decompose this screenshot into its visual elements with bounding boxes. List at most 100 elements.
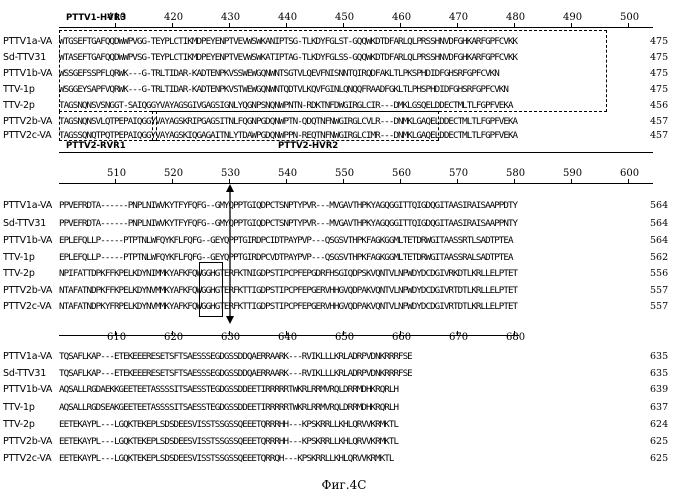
sequence-end-position: 556 [650, 268, 668, 280]
ruler-number: 570 [449, 169, 468, 179]
ruler-number: 600 [620, 169, 639, 179]
sequence-end-position: 635 [650, 351, 668, 363]
sequence-end-position: 457 [650, 130, 668, 142]
ruler-number: 560 [392, 169, 411, 179]
ruler-number: 540 [278, 169, 297, 179]
sequence-name: PTTV2c-VA [3, 130, 51, 142]
ruler-number: 610 [107, 333, 126, 343]
sequence-name: PTTV1a-VA [3, 200, 52, 212]
sequence-name: PTTV1a-VA [3, 36, 52, 48]
sequence-end-position: 564 [650, 218, 668, 230]
ruler-number: 420 [164, 13, 183, 23]
sequence-end-position: 564 [650, 200, 668, 212]
sequence-end-position: 456 [650, 100, 668, 112]
ruler-number: 640 [278, 333, 297, 343]
ruler-tick [457, 23, 458, 27]
sequence-name: TTV-2p [3, 100, 35, 112]
ruler-number: 480 [506, 13, 525, 23]
sequence-end-position: 625 [650, 453, 668, 465]
ruler-tick [628, 23, 629, 27]
ruler-tick [400, 23, 401, 27]
ruler-tick [115, 179, 116, 183]
sequence-residues: WTGSEFTGAFQQDWWPVGG-TEYPLCTIKMDPEYENPTVE… [59, 36, 517, 48]
sequence-name: PTTV2b-VA [3, 116, 52, 128]
sequence-residues: AQSALLRGDAEKKGEETEETASSSSITSAESSTEGDGSSD… [59, 384, 398, 396]
sequence-residues: TAGSNQNSVLQTPEPAIQGGYVAYAGSKRIPGAGSITNLF… [59, 116, 517, 128]
sequence-name: PTTV2c-VA [3, 453, 51, 465]
sequence-residues: TQSAFLKAP---ETEKEEERESETSFTSAESSSEGDGSSD… [59, 351, 412, 363]
sequence-end-position: 475 [650, 68, 668, 80]
sequence-residues: NTAFATNDPKFFKPELKDYNVMMKYAFKFQWGGHGTERFK… [59, 285, 517, 297]
sequence-end-position: 637 [650, 402, 668, 414]
ruler-tick [172, 179, 173, 183]
sequence-name: TTV-2p [3, 419, 35, 431]
sequence-end-position: 625 [650, 436, 668, 448]
sequence-residues: AQSALLRGDSEAKGEETEETASSSSITSAESSTEGDGSSD… [59, 402, 398, 414]
position-ruler [59, 183, 653, 184]
sequence-residues: TAGSNQNSVSNGGT-SAIQGGYVAYAGSGIVGAGSIGNLY… [59, 100, 513, 112]
sequence-residues: WTASEFTGAFQQDWWPVSG-TEYPLCTIKMDPEYENPTVE… [59, 52, 517, 64]
ruler-tick [172, 23, 173, 27]
sequence-name: PTTV2c-VA [3, 301, 51, 313]
sequence-name: PTTV1a-VA [3, 351, 52, 363]
ruler-number: 500 [620, 13, 639, 23]
sequence-name: Sd-TTV31 [3, 52, 46, 64]
sequence-end-position: 564 [650, 235, 668, 247]
ruler-number: 430 [221, 13, 240, 23]
sequence-residues: NPIFATTDPKFFKPELKDYNIMMKYAFKFQWGGHGTERFK… [59, 268, 517, 280]
sequence-residues: EETEKAYPL---LGQKTEKEPLSDSDEESVISSTSSGSSQ… [59, 453, 393, 465]
sequence-residues: PPVEFRDTA------PNPLNIWVKYTFYFQFG--GMYQPP… [59, 218, 517, 230]
sequence-end-position: 475 [650, 36, 668, 48]
sequence-name: TTV-1p [3, 402, 35, 414]
sequence-name: Sd-TTV31 [3, 218, 46, 230]
ruler-tick [229, 23, 230, 27]
sequence-end-position: 635 [650, 368, 668, 380]
ruler-tick [514, 23, 515, 27]
ruler-number: 460 [392, 13, 411, 23]
ruler-number: 580 [506, 169, 525, 179]
ruler-tick [571, 179, 572, 183]
ruler-number: 450 [335, 13, 354, 23]
sequence-residues: EETEKAYPL---LGQKTEKEPLSDSDEESVISSTSSGSSQ… [59, 419, 398, 431]
sequence-name: PTTV1b-VA [3, 68, 52, 80]
block-divider [59, 152, 653, 153]
sequence-end-position: 624 [650, 419, 668, 431]
sequence-name: PTTV1b-VA [3, 235, 52, 247]
ruler-number: 530 [221, 169, 240, 179]
sequence-name: PTTV2b-VA [3, 285, 52, 297]
sequence-end-position: 557 [650, 285, 668, 297]
sequence-residues: EETEKAYPL---LGQKTEKEPLSDSDEESVISSTSSGSSQ… [59, 436, 398, 448]
region-label-ttv2-hvr2: PTTV2-HVR2 [278, 142, 338, 151]
ruler-number: 670 [449, 333, 468, 343]
sequence-residues: PPVEFRDTA------PNPLNIWVKYTFYFQFG--GMYQPP… [59, 200, 517, 212]
ruler-number: 510 [107, 169, 126, 179]
sequence-name: TTV-2p [3, 268, 35, 280]
ruler-tick [229, 179, 230, 183]
ruler-number: 440 [278, 13, 297, 23]
ruler-number: 520 [164, 169, 183, 179]
ruler-number: 680 [506, 333, 525, 343]
ruler-tick [115, 23, 116, 27]
sequence-end-position: 457 [650, 116, 668, 128]
sequence-name: PTTV1b-VA [3, 384, 52, 396]
sequence-residues: EPLEFQLLP-----PTPTNLWFQYKFLFQFG--GEYQPPT… [59, 252, 513, 264]
ruler-number: 650 [335, 333, 354, 343]
ruler-tick [514, 179, 515, 183]
figure-caption: Фиг.4C [0, 478, 688, 492]
ruler-tick [400, 179, 401, 183]
ruler-number: 470 [449, 13, 468, 23]
ruler-tick [343, 23, 344, 27]
sequence-residues: NTAFATNDPKYFRPELKDYNVMMKYAFKFQWGGHGTERFK… [59, 301, 517, 313]
sequence-residues: EPLEFQLLP-----PTPTNLWFQYKFLFQFG--GEYQPPT… [59, 235, 513, 247]
sequence-name: Sd-TTV31 [3, 368, 46, 380]
ruler-number: 590 [563, 169, 582, 179]
ruler-number: 630 [221, 333, 240, 343]
ruler-number: 660 [392, 333, 411, 343]
ruler-tick [628, 179, 629, 183]
region-label-ttv2-rvr1: PTTV2-RVR1 [66, 142, 126, 151]
sequence-end-position: 639 [650, 384, 668, 396]
ruler-number: 620 [164, 333, 183, 343]
ruler-tick [571, 23, 572, 27]
ruler-number: 490 [563, 13, 582, 23]
sequence-end-position: 475 [650, 84, 668, 96]
